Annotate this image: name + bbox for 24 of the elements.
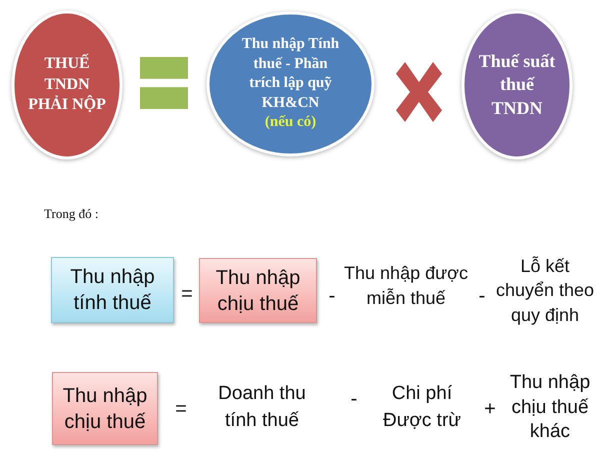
- formula-term: Doanh thu tính thuế: [217, 382, 307, 433]
- box-label: Thu nhập chịu thuế: [62, 384, 148, 434]
- equals-operator: =: [174, 397, 188, 422]
- formula-term: Chi phí Được trừ: [382, 382, 462, 433]
- plus-operator: +: [483, 397, 497, 422]
- formula-term: Thu nhập chịu thuế khác: [508, 371, 592, 444]
- minus-operator: -: [350, 387, 358, 412]
- ellipse-label: Thu nhập Tính thuế - Phần trích lập quỹ KH&CN: [240, 35, 340, 113]
- note-text: (nếu có): [264, 113, 316, 132]
- equals-operator: =: [180, 282, 194, 307]
- formula-box: [51, 257, 174, 323]
- minus-operator: -: [328, 284, 336, 309]
- formula-term: Lỗ kết chuyển theo quy định: [494, 255, 596, 327]
- ellipse-label: THUẾ TNDN PHẢI NỘP: [27, 54, 107, 116]
- formula-term: Thu nhập được miễn thuế: [343, 262, 469, 310]
- intro-text: Trong đó :: [44, 205, 98, 223]
- ellipse-label: Thuế suất thuế TNDN: [478, 50, 556, 120]
- box-label: Thu nhập chịu thuế: [214, 266, 302, 316]
- minus-operator: -: [478, 284, 486, 309]
- multiply-sign-icon: [396, 62, 442, 122]
- formula-box: [199, 258, 317, 323]
- formula-box: [52, 372, 158, 445]
- box-label: Thu nhập tính thuế: [69, 265, 156, 316]
- equals-sign-icon: [140, 57, 188, 109]
